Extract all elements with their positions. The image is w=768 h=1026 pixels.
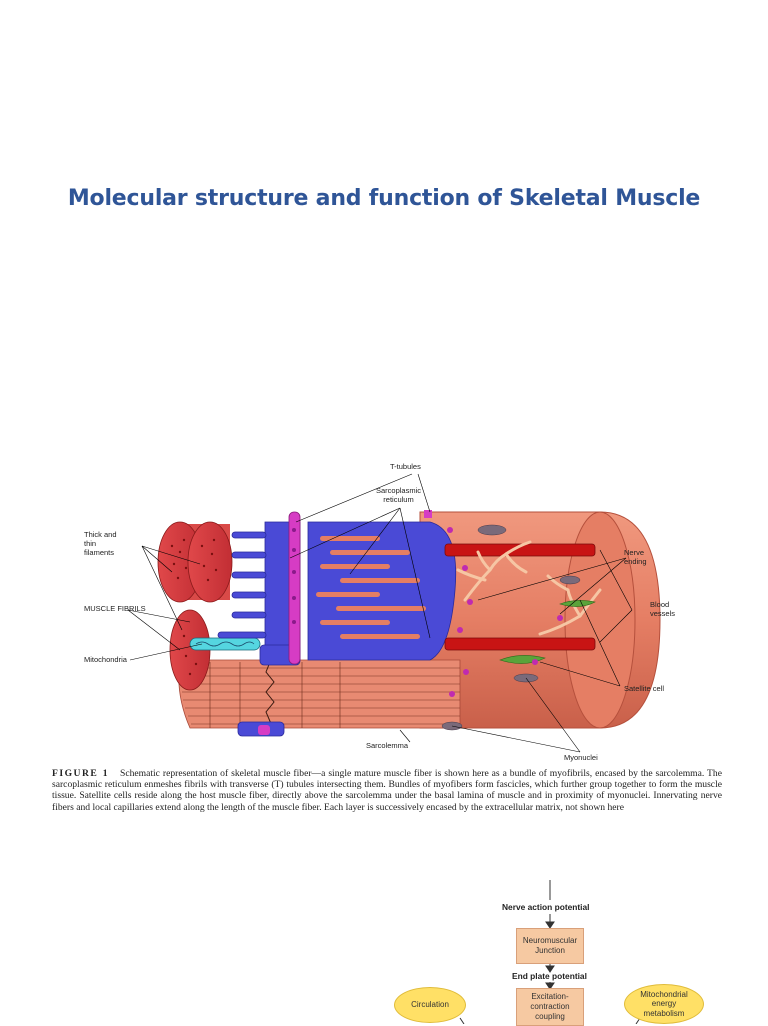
mito-line3: metabolism <box>643 1008 685 1018</box>
label-satellite-cell: Satellite cell <box>624 684 665 693</box>
label-thick-thin-filaments: Thick and thin filaments <box>84 530 117 557</box>
blood-vessels <box>444 543 596 651</box>
label-thick-thin-line1: Thick and <box>84 530 117 539</box>
nerve-action-potential-label: Nerve action potential <box>502 902 590 912</box>
flowchart-arrows <box>459 880 641 1024</box>
sarcoplasmic-reticulum <box>217 521 457 737</box>
label-sarcoplasmic-reticulum: Sarcoplasmic reticulum <box>376 486 421 504</box>
muscle-fiber-figure: T-tubules Sarcoplasmic reticulum Thick a… <box>40 450 740 770</box>
neuromuscular-junction-line2: Junction <box>535 946 565 955</box>
neuromuscular-junction-box: Neuromuscular Junction <box>516 928 584 964</box>
label-muscle-fibrils: MUSCLE FIBRILS <box>84 604 146 613</box>
end-plate-potential-label: End plate potential <box>512 971 587 981</box>
label-thick-thin-line3: filaments <box>84 548 115 557</box>
mito-line2: energy <box>651 999 677 1009</box>
label-blood-vessels-line1: Blood <box>650 600 670 609</box>
sr-fenestrations <box>316 536 426 639</box>
ec-coupling-line3: coupling <box>535 1012 565 1021</box>
t-tubule <box>258 510 432 735</box>
ec-coupling-line2: contraction <box>530 1002 570 1011</box>
label-mitochondria: Mitochondria <box>84 655 127 664</box>
label-nerve-ending-line2: ending <box>624 557 647 566</box>
figure-caption: FIGURE 1 Schematic representation of ske… <box>52 768 722 813</box>
label-myonuclei: Myonuclei <box>564 753 598 762</box>
mitochondria <box>189 637 261 651</box>
label-blood-vessels: Blood vessels <box>650 600 675 618</box>
mito-line1: Mitochondrial <box>640 989 688 999</box>
slide-title: Molecular structure and function of Skel… <box>67 186 701 211</box>
label-blood-vessels-line2: vessels <box>650 609 676 618</box>
label-thick-thin-line2: thin <box>84 539 97 548</box>
label-nerve-ending-line1: Nerve <box>624 548 645 557</box>
nuclei-dots <box>447 527 563 697</box>
muscle-fiber-illustration <box>127 473 661 753</box>
label-t-tubules: T-tubules <box>390 462 421 471</box>
myofibril-striations <box>178 659 461 729</box>
label-nerve-ending: Nerve ending <box>624 548 647 566</box>
neuromuscular-junction-line1: Neuromuscular <box>522 936 578 945</box>
circulation-oval: Circulation <box>394 987 466 1023</box>
label-sarcoplasmic-reticulum-line1: Sarcoplasmic <box>376 486 422 495</box>
myonuclei <box>441 524 581 731</box>
figure-number: FIGURE 1 <box>52 768 110 779</box>
figure-caption-text: Schematic representation of skeletal mus… <box>52 768 722 813</box>
ec-coupling-line1: Excitation- <box>531 992 569 1001</box>
fiber-outer-body <box>419 511 661 729</box>
muscle-fibrils <box>157 521 233 691</box>
mitochondrial-metabolism-oval: Mitochondrial energy metabolism <box>624 984 704 1024</box>
leader-lines <box>127 473 633 753</box>
ec-coupling-box: Excitation- contraction coupling <box>516 988 584 1026</box>
contraction-flowchart: Nerve action potential Neuromuscular Jun… <box>380 870 710 1026</box>
label-sarcolemma: Sarcolemma <box>366 741 409 750</box>
label-sarcoplasmic-reticulum-line2: reticulum <box>383 495 414 504</box>
